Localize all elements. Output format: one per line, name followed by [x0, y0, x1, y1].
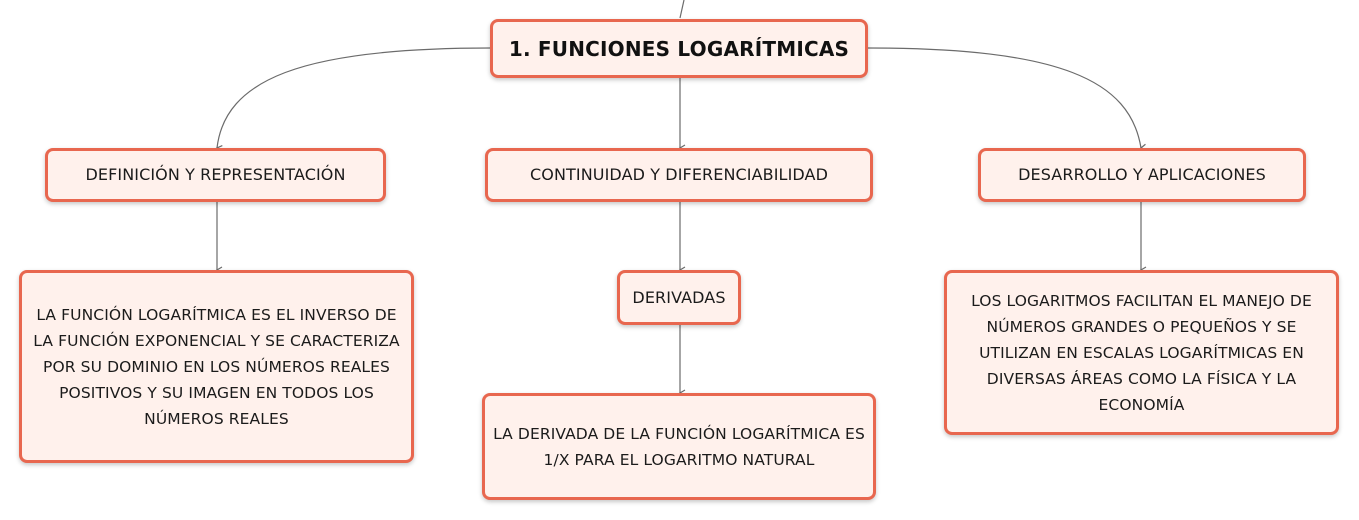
- subtopic-derivadas-label: DERIVADAS: [632, 287, 726, 307]
- topic-desarrollo-label: DESARROLLO Y APLICACIONES: [1018, 165, 1266, 184]
- topic-definicion-label: DEFINICIÓN Y REPRESENTACIÓN: [85, 165, 346, 184]
- subtopic-desarrollo-detail-label: LOS LOGARITMOS FACILITAN EL MANEJO DE NÚ…: [971, 291, 1312, 414]
- connector-parent-to-root: [679, 0, 685, 19]
- root-topic-label: 1. FUNCIONES LOGARÍTMICAS: [508, 36, 850, 61]
- connector-root-to-desarrollo: [867, 47, 1147, 151]
- subtopic-derivada-detail-label: LA DERIVADA DE LA FUNCIÓN LOGARÍTMICA ES…: [493, 424, 865, 469]
- subtopic-definicion-detail[interactable]: LA FUNCIÓN LOGARÍTMICA ES EL INVERSO DE …: [19, 270, 414, 463]
- topic-continuidad[interactable]: CONTINUIDAD Y DIFERENCIABILIDAD: [485, 148, 873, 202]
- connector-root-to-definicion: [215, 47, 491, 153]
- subtopic-derivadas[interactable]: DERIVADAS: [617, 270, 741, 325]
- subtopic-definicion-detail-label: LA FUNCIÓN LOGARÍTMICA ES EL INVERSO DE …: [33, 305, 400, 428]
- subtopic-desarrollo-detail[interactable]: LOS LOGARITMOS FACILITAN EL MANEJO DE NÚ…: [944, 270, 1339, 435]
- root-topic[interactable]: 1. FUNCIONES LOGARÍTMICAS: [490, 19, 868, 78]
- subtopic-derivada-detail[interactable]: LA DERIVADA DE LA FUNCIÓN LOGARÍTMICA ES…: [482, 393, 876, 500]
- topic-definicion[interactable]: DEFINICIÓN Y REPRESENTACIÓN: [45, 148, 386, 202]
- topic-continuidad-label: CONTINUIDAD Y DIFERENCIABILIDAD: [530, 165, 828, 184]
- topic-desarrollo[interactable]: DESARROLLO Y APLICACIONES: [978, 148, 1306, 202]
